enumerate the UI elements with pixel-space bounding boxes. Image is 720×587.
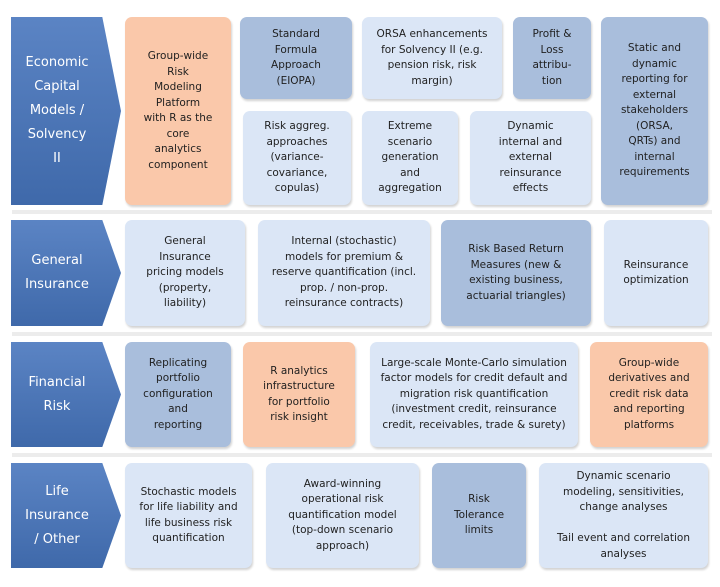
box-internal-stochastic-models: Internal (stochastic) models for premium… <box>258 220 430 326</box>
category-general-insurance: General Insurance <box>11 220 121 326</box>
box-dynamic-reinsurance: Dynamic internal and external reinsuranc… <box>470 111 591 205</box>
category-life-insurance: Life Insurance / Other <box>11 463 121 568</box>
box-risk-based-return: Risk Based Return Measures (new & existi… <box>441 220 591 326</box>
box-operational-risk-model: Award-winning operational risk quantific… <box>266 463 419 568</box>
category-financial-risk: Financial Risk <box>11 342 121 447</box>
box-risk-tolerance-limits: Risk Tolerance limits <box>432 463 526 568</box>
box-life-stochastic-models: Stochastic models for life liability and… <box>125 463 252 568</box>
box-monte-carlo-credit: Large-scale Monte-Carlo simulation facto… <box>370 342 578 447</box>
box-replicating-portfolio: Replicating portfolio configuration and … <box>125 342 231 447</box>
box-extreme-scenario: Extreme scenario generation and aggregat… <box>362 111 458 205</box>
box-r-analytics-infrastructure: R analytics infrastructure for portfolio… <box>243 342 355 447</box>
box-dynamic-scenario-modeling: Dynamic scenario modeling, sensitivities… <box>539 463 708 568</box>
row-separator <box>12 332 712 336</box>
box-group-wide-risk-platform: Group-wide Risk Modeling Platform with R… <box>125 17 231 205</box>
category-economic-capital: Economic Capital Models / Solvency II <box>11 17 121 205</box>
box-orsa-enhancements: ORSA enhancements for Solvency II (e.g. … <box>362 17 502 99</box>
box-reinsurance-optimization: Reinsurance optimization <box>604 220 708 326</box>
box-derivatives-credit-data: Group-wide derivatives and credit risk d… <box>590 342 708 447</box>
box-gi-pricing-models: General Insurance pricing models (proper… <box>125 220 245 326</box>
box-standard-formula: Standard Formula Approach (EIOPA) <box>240 17 352 99</box>
box-static-dynamic-reporting: Static and dynamic reporting for externa… <box>601 17 708 205</box>
box-risk-aggregation: Risk aggreg. approaches (variance- covar… <box>243 111 351 205</box>
box-profit-loss-attribution: Profit & Loss attribu- tion <box>513 17 591 99</box>
row-separator <box>12 453 712 457</box>
row-separator <box>12 210 712 214</box>
